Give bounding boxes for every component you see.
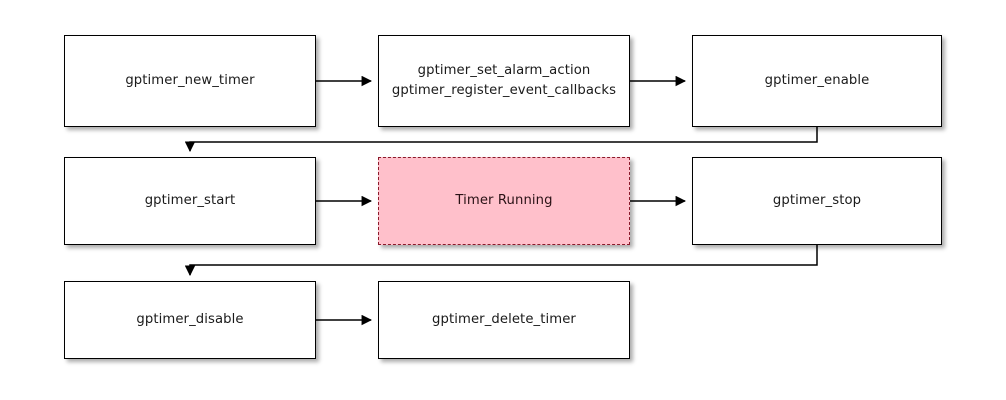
- node-label-line: gptimer_enable: [764, 72, 870, 88]
- node-gptimer-disable[interactable]: gptimer_disable: [64, 281, 316, 359]
- node-label-line: gptimer_delete_timer: [432, 311, 576, 327]
- node-label-line: gptimer_new_timer: [125, 72, 255, 88]
- node-label-line: Timer Running: [455, 192, 553, 208]
- node-gptimer-new-timer[interactable]: gptimer_new_timer: [64, 35, 316, 127]
- node-label-line: gptimer_register_event_callbacks: [391, 83, 617, 98]
- edge-stop-to-disable: [184, 245, 818, 277]
- edge-enable-to-start: [184, 127, 818, 153]
- node-timer-running[interactable]: Timer Running: [378, 157, 630, 245]
- node-label-line: gptimer_disable: [136, 311, 244, 327]
- node-gptimer-start[interactable]: gptimer_start: [64, 157, 316, 245]
- node-label-line: gptimer_stop: [772, 192, 862, 208]
- node-gptimer-set-alarm-action[interactable]: gptimer_set_alarm_action gptimer_registe…: [378, 35, 630, 127]
- node-label-line: gptimer_start: [144, 192, 236, 208]
- node-gptimer-delete-timer[interactable]: gptimer_delete_timer: [378, 281, 630, 359]
- node-label-line: gptimer_set_alarm_action: [417, 62, 591, 78]
- node-gptimer-enable[interactable]: gptimer_enable: [692, 35, 942, 127]
- node-gptimer-stop[interactable]: gptimer_stop: [692, 157, 942, 245]
